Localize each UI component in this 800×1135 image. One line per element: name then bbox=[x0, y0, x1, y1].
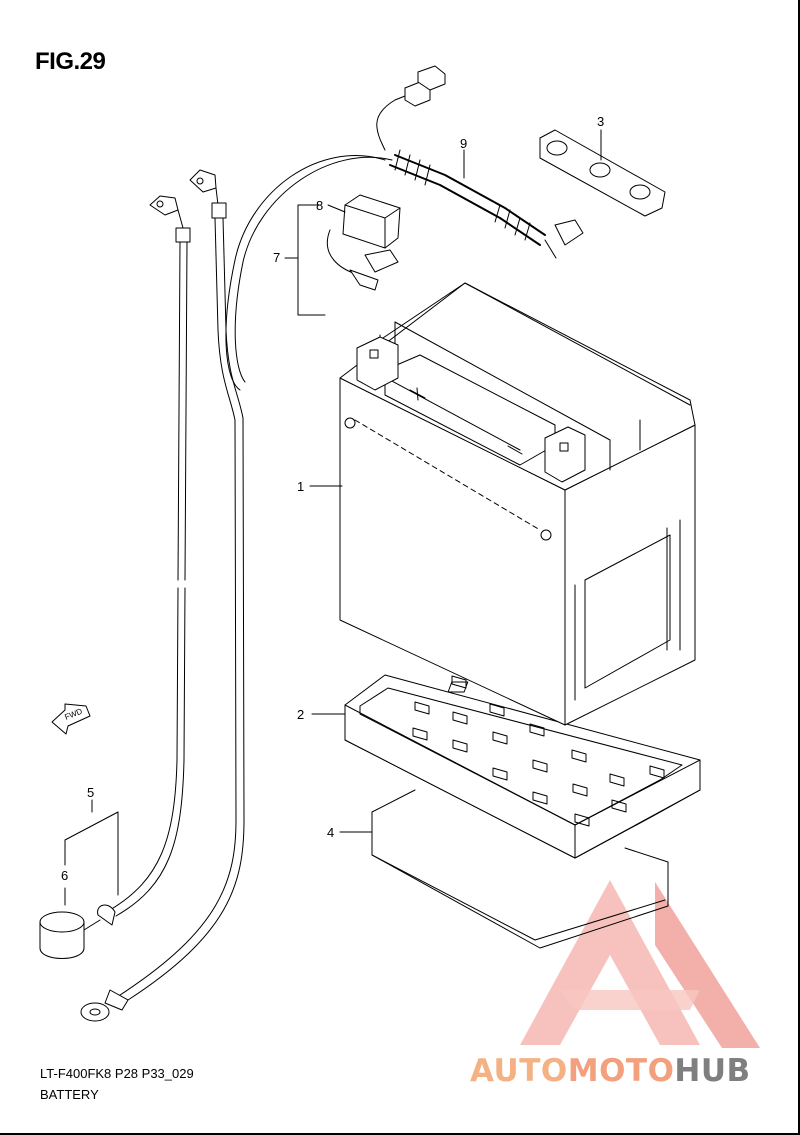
positive-cable bbox=[80, 169, 245, 1022]
figure-name: BATTERY bbox=[40, 1087, 99, 1102]
tray-slots bbox=[412, 675, 665, 827]
battery-tray bbox=[344, 674, 701, 859]
watermark-hub: HUB bbox=[674, 1053, 751, 1089]
figure-code: LT-F400FK8 P28 P33_029 bbox=[40, 1066, 194, 1081]
callout-7: 7 bbox=[273, 250, 280, 265]
watermark-moto: MOTO bbox=[567, 1053, 675, 1089]
relay-cable bbox=[225, 65, 584, 391]
battery-pad bbox=[371, 789, 669, 949]
leader-lines bbox=[64, 129, 602, 906]
cushion-strip bbox=[539, 129, 666, 217]
callout-4: 4 bbox=[327, 825, 334, 840]
battery-details bbox=[344, 282, 691, 701]
callout-8: 8 bbox=[316, 198, 323, 213]
callout-9: 9 bbox=[460, 136, 467, 151]
callout-3: 3 bbox=[597, 114, 604, 129]
watermark-logo bbox=[520, 880, 760, 1048]
fwd-arrow-icon: FWD bbox=[51, 703, 91, 735]
callout-1: 1 bbox=[297, 479, 304, 494]
fuse-holder bbox=[326, 194, 401, 291]
callout-2: 2 bbox=[297, 707, 304, 722]
negative-cable bbox=[39, 195, 191, 959]
watermark-text: AUTOMOTOHUB bbox=[470, 1053, 751, 1089]
callout-5: 5 bbox=[87, 785, 94, 800]
callout-6: 6 bbox=[61, 868, 68, 883]
watermark-auto: AUTO bbox=[470, 1053, 568, 1089]
figure-title: FIG.29 bbox=[35, 48, 106, 75]
